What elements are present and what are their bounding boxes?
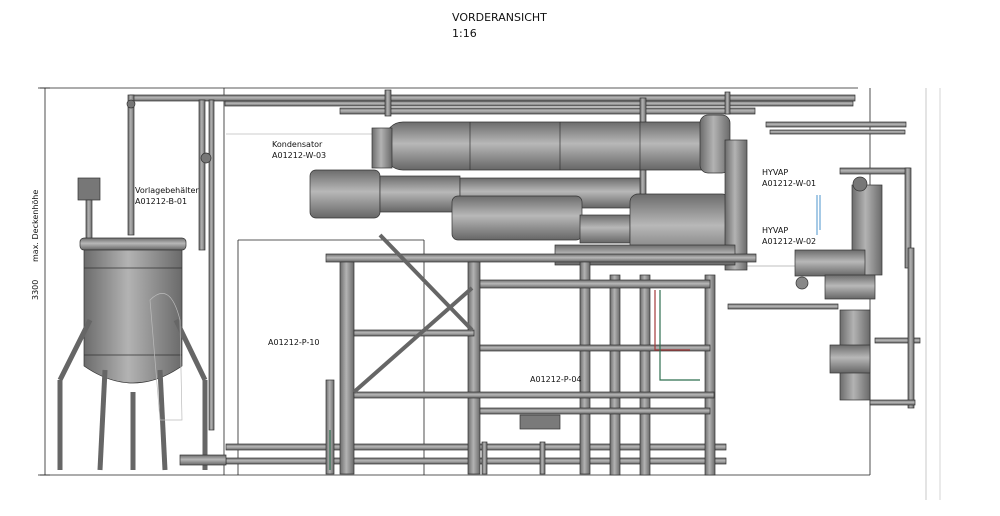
process-lines — [329, 195, 821, 470]
vessel-name-label: Vorlagebehälter — [135, 186, 199, 195]
motor-assembly — [309, 139, 748, 271]
height-dimension: 3300 max. Deckenhöhe — [31, 87, 50, 476]
feed-vessel — [57, 177, 227, 471]
hyvap1-code-label: A01212-W-01 — [762, 179, 816, 188]
view-title: VORDERANSICHT — [452, 11, 547, 24]
drawing-title: VORDERANSICHT 1:16 — [452, 11, 547, 40]
condenser-name-label: Kondensator — [272, 140, 323, 149]
hyvap2-code-label: A01212-W-02 — [762, 237, 816, 246]
component-labels: Kondensator A01212-W-03 Vorlagebehälter … — [135, 140, 816, 384]
hyvap1-name-label: HYVAP — [762, 168, 788, 177]
room-outline — [38, 87, 941, 500]
pump-p10-label: A01212-P-10 — [268, 338, 320, 347]
scale-label: 1:16 — [452, 27, 477, 40]
hyvap-units — [727, 167, 921, 409]
height-value: 3300 — [31, 280, 40, 300]
hyvap2-name-label: HYVAP — [762, 226, 788, 235]
condenser-code-label: A01212-W-03 — [272, 151, 326, 160]
support-frame — [325, 233, 757, 476]
vessel-code-label: A01212-B-01 — [135, 197, 187, 206]
top-pipes — [126, 89, 907, 431]
pump-p04-label: A01212-P-04 — [530, 375, 582, 384]
condenser-unit — [371, 114, 731, 174]
height-label: max. Deckenhöhe — [31, 190, 40, 262]
